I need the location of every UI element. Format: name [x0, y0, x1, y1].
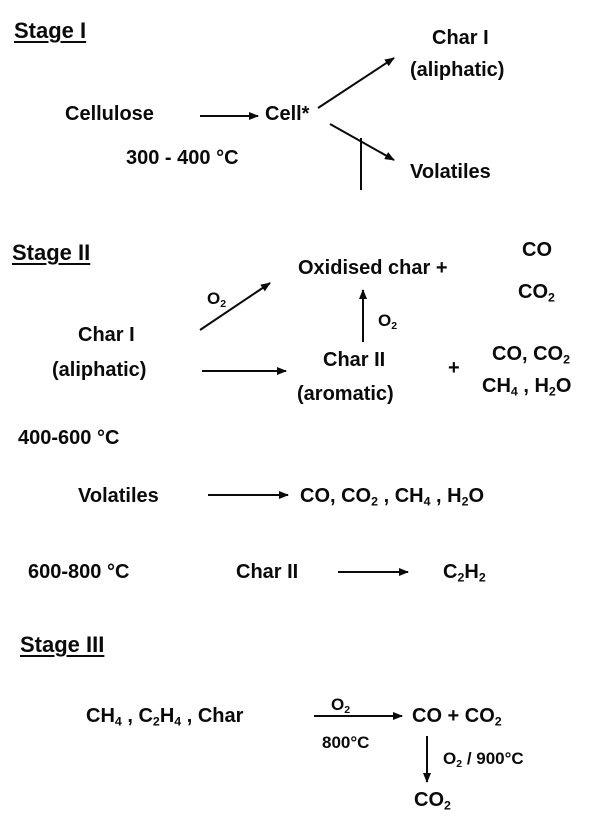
co-co2-product: CO + CO2 [412, 705, 502, 729]
char1-oxidation-arrow [199, 282, 271, 331]
char1-aliphatic-label: (aliphatic) [410, 59, 505, 81]
char2-aromatic-label: (aromatic) [297, 383, 394, 405]
char1-label: Char I [432, 27, 489, 49]
cell-star-label: Cell* [265, 103, 310, 125]
plus-sign: + [448, 357, 460, 379]
stage-3-heading: Stage III [20, 632, 105, 657]
final-co2-product: CO2 [414, 789, 451, 813]
acetylene-label: C2H2 [443, 561, 486, 585]
stage-2-heading: Stage II [12, 240, 91, 265]
stage-2-char1-label: Char I [78, 324, 135, 346]
stage-2-temperature-2: 600-800 °C [28, 561, 130, 583]
cellulose-label: Cellulose [65, 103, 154, 125]
stage-2-char1-aliphatic-label: (aliphatic) [52, 359, 147, 381]
volatile-products-label: CO, CO2 , CH4 , H2O [300, 485, 485, 509]
co-product-label: CO [522, 239, 552, 261]
stage-1-temperature: 300 - 400 °C [126, 147, 239, 169]
o2-label-left: O2 [207, 289, 227, 310]
o2-over-arrow-label: O2 [331, 695, 351, 716]
stage-2-char2-label: Char II [236, 561, 299, 583]
cell-to-char1-arrow [317, 57, 395, 109]
gases-line-2: CH4 , H2O [482, 375, 572, 399]
stage-1-heading: Stage I [14, 18, 87, 43]
char2-label: Char II [323, 349, 386, 371]
o2-label-middle: O2 [378, 311, 398, 332]
o2-900c-label: O2 / 900°C [443, 749, 524, 770]
stage-3-reactants: CH4 , C2H4 , Char [86, 705, 244, 729]
stage-2-temperature: 400-600 °C [18, 427, 120, 449]
oxidised-char-label: Oxidised char + [298, 257, 448, 279]
co2-product-label: CO2 [518, 281, 555, 305]
volatiles-label: Volatiles [410, 161, 491, 183]
stage-2-volatiles-label: Volatiles [78, 485, 159, 507]
gases-line-1: CO, CO2 [492, 343, 571, 367]
800c-label: 800°C [322, 733, 370, 752]
